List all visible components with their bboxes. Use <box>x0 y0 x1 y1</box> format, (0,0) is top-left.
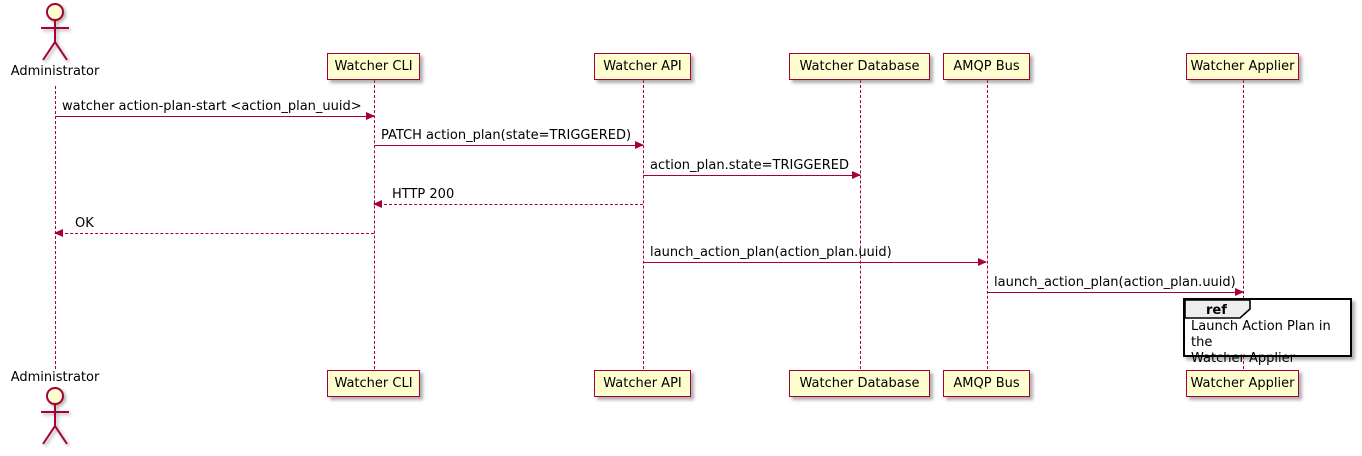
participant-watcher-api-bottom: Watcher API <box>594 370 691 397</box>
actor-label: Administrator <box>10 370 100 385</box>
actor-label: Administrator <box>10 64 100 79</box>
participant-watcher-applier-bottom: Watcher Applier <box>1186 370 1299 397</box>
message-line <box>643 258 987 266</box>
message-5: OK <box>54 216 374 237</box>
participant-watcher-cli-bottom: Watcher CLI <box>327 370 420 397</box>
lifeline-amqp-bus <box>987 80 988 369</box>
participant-watcher-applier-top: Watcher Applier <box>1186 53 1299 80</box>
message-line <box>55 112 375 120</box>
arrowhead-icon <box>366 112 375 120</box>
arrowhead-icon <box>978 258 987 266</box>
participant-watcher-cli-top: Watcher CLI <box>327 53 420 80</box>
arrowhead-icon <box>373 200 382 208</box>
actor-icon <box>41 387 69 445</box>
actor-icon <box>41 3 69 61</box>
message-line <box>54 229 374 237</box>
arrowhead-icon <box>635 141 644 149</box>
lifeline-watcher-api <box>643 80 644 369</box>
message-3: action_plan.state=TRIGGERED <box>643 158 861 179</box>
message-2: PATCH action_plan(state=TRIGGERED) <box>374 128 644 149</box>
message-1: watcher action-plan-start <action_plan_u… <box>55 99 375 120</box>
lifeline-watcher-database <box>860 80 861 369</box>
lifeline-watcher-applier <box>1243 80 1244 369</box>
message-label: HTTP 200 <box>392 187 455 202</box>
participant-watcher-database-bottom: Watcher Database <box>789 370 930 397</box>
lifeline-watcher-cli <box>374 80 375 369</box>
ref-tab-icon: ref <box>1184 299 1251 319</box>
message-7: launch_action_plan(action_plan.uuid) <box>987 275 1244 296</box>
message-6: launch_action_plan(action_plan.uuid) <box>643 245 987 266</box>
ref-body: Launch Action Plan in the Watcher Applie… <box>1191 319 1348 367</box>
lifeline-administrator <box>55 86 56 369</box>
message-line <box>643 171 861 179</box>
message-label: watcher action-plan-start <action_plan_u… <box>62 99 362 114</box>
participant-watcher-api-top: Watcher API <box>594 53 691 80</box>
ref-keyword: ref <box>1206 303 1227 318</box>
participant-watcher-database-top: Watcher Database <box>789 53 930 80</box>
participant-amqp-bus-top: AMQP Bus <box>943 53 1030 80</box>
ref-fragment: ref Launch Action Plan in the Watcher Ap… <box>1183 298 1352 366</box>
arrowhead-icon <box>1235 288 1244 296</box>
actor-administrator-bottom: Administrator <box>5 370 105 448</box>
message-label: launch_action_plan(action_plan.uuid) <box>650 245 892 260</box>
participant-amqp-bus-bottom: AMQP Bus <box>943 370 1030 397</box>
actor-administrator-top: Administrator <box>5 2 105 79</box>
message-line <box>373 200 643 208</box>
message-label: OK <box>75 216 94 231</box>
ref-text-line2: Watcher Applier <box>1191 351 1295 366</box>
arrowhead-icon <box>852 171 861 179</box>
message-4: HTTP 200 <box>373 187 643 208</box>
message-line <box>987 288 1244 296</box>
message-label: launch_action_plan(action_plan.uuid) <box>994 275 1236 290</box>
message-label: action_plan.state=TRIGGERED <box>650 158 849 173</box>
arrowhead-icon <box>54 229 63 237</box>
message-line <box>374 141 644 149</box>
message-label: PATCH action_plan(state=TRIGGERED) <box>381 128 632 143</box>
ref-text-line1: Launch Action Plan in the <box>1191 319 1331 350</box>
